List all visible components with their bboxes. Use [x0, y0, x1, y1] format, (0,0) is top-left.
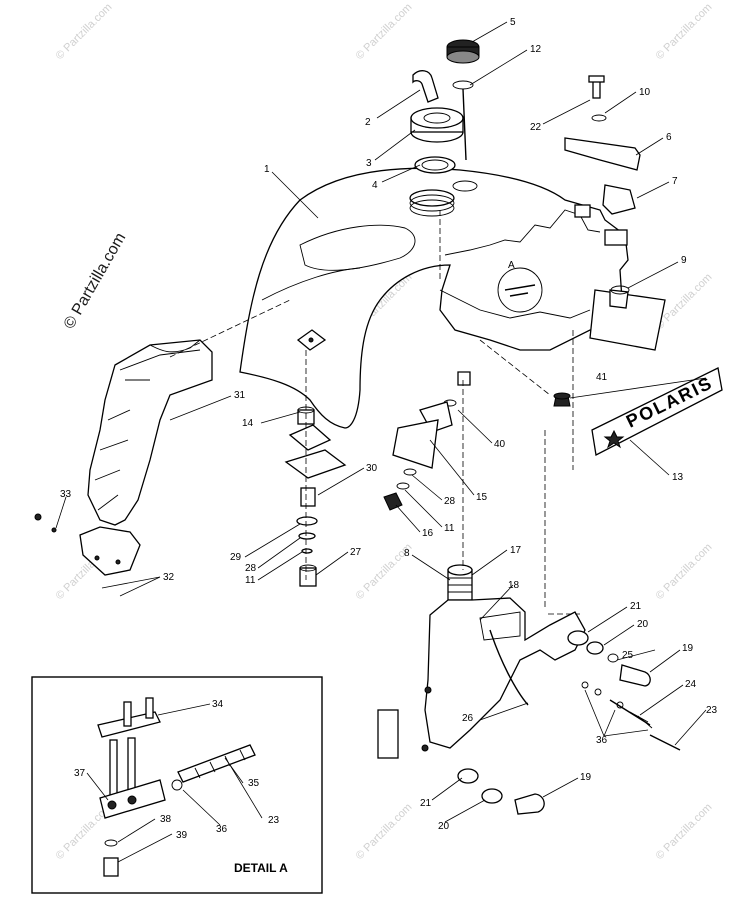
callout-38: 38	[160, 814, 172, 825]
callout-1: 1	[264, 164, 270, 175]
callout-8: 8	[404, 548, 410, 559]
callout-41: 41	[596, 372, 608, 383]
callout-26: 26	[462, 713, 474, 724]
callout-15: 15	[476, 492, 488, 503]
callout-19-right: 19	[682, 643, 694, 654]
callout-22: 22	[530, 122, 542, 133]
callout-28-center: 28	[444, 496, 456, 507]
oil-tank-hardware	[457, 630, 681, 815]
callout-10: 10	[639, 87, 651, 98]
callout-19-bottom: 19	[580, 772, 592, 783]
seat-bracket	[34, 339, 213, 576]
callout-21-bottom: 21	[420, 798, 432, 809]
callout-14: 14	[242, 418, 254, 429]
callout-11-left: 11	[245, 575, 256, 586]
callout-7: 7	[672, 176, 678, 187]
polaris-star-logo-icon	[603, 429, 625, 449]
callout-4: 4	[372, 180, 378, 191]
callout-31: 31	[234, 390, 246, 401]
callout-9: 9	[681, 255, 687, 266]
detail-a-box: DETAIL A	[31, 676, 323, 894]
callout-28-left: 28	[245, 563, 257, 574]
callout-39: 39	[176, 830, 188, 841]
oil-tank	[377, 564, 586, 759]
callout-12: 12	[530, 44, 542, 55]
polaris-logo-text: POLARIS	[623, 372, 716, 431]
callout-18: 18	[508, 580, 520, 591]
detail-a-title: DETAIL A	[234, 861, 288, 875]
callout-23-detail: 23	[268, 815, 280, 826]
callout-6: 6	[666, 132, 672, 143]
callout-17: 17	[510, 545, 522, 556]
watermark-11: © Partzilla.com	[654, 801, 715, 862]
watermark-8: © Partzilla.com	[654, 541, 715, 602]
callout-5: 5	[510, 17, 516, 28]
grommet-41	[553, 392, 571, 407]
leader-lines	[55, 21, 707, 863]
callout-3: 3	[366, 158, 372, 169]
callout-21-right: 21	[630, 601, 642, 612]
fuel-cap-assembly	[410, 39, 480, 174]
watermark-3: © Partzilla.com	[654, 1, 715, 62]
watermark-1: © Partzilla.com	[54, 1, 115, 62]
polaris-decal: POLARIS	[591, 367, 723, 456]
callout-11-center: 11	[444, 523, 455, 534]
watermark-2: © Partzilla.com	[354, 1, 415, 62]
callout-30: 30	[366, 463, 378, 474]
callout-16: 16	[422, 528, 434, 539]
callout-labels: 5 12 2 3 4 1 22 10 6 7 9 41 13 40 15 28 …	[60, 17, 718, 841]
callout-33: 33	[60, 489, 72, 500]
callout-40: 40	[494, 439, 506, 450]
tank-mount-stack	[284, 406, 347, 587]
callout-34: 34	[212, 699, 224, 710]
mount-bracket-parts	[564, 75, 666, 351]
center-mount-stack	[383, 371, 471, 511]
detail-marker: A	[508, 260, 515, 271]
callout-2: 2	[365, 117, 371, 128]
watermark-10: © Partzilla.com	[354, 801, 415, 862]
assembly-lines	[169, 210, 580, 615]
callout-23-right: 23	[706, 705, 718, 716]
callout-36-right: 36	[596, 735, 608, 746]
callout-35: 35	[248, 778, 260, 789]
callout-37: 37	[74, 768, 86, 779]
watermark-vertical: © Partzilla.com	[61, 230, 130, 332]
callout-25: 25	[622, 650, 634, 661]
callout-27: 27	[350, 547, 362, 558]
fuel-tank: A	[239, 167, 629, 429]
callout-13: 13	[672, 472, 684, 483]
callout-20-bottom: 20	[438, 821, 450, 832]
callout-20-right: 20	[637, 619, 649, 630]
callout-29: 29	[230, 552, 242, 563]
callout-32: 32	[163, 572, 175, 583]
callout-24: 24	[685, 679, 697, 690]
callout-36-detail: 36	[216, 824, 228, 835]
